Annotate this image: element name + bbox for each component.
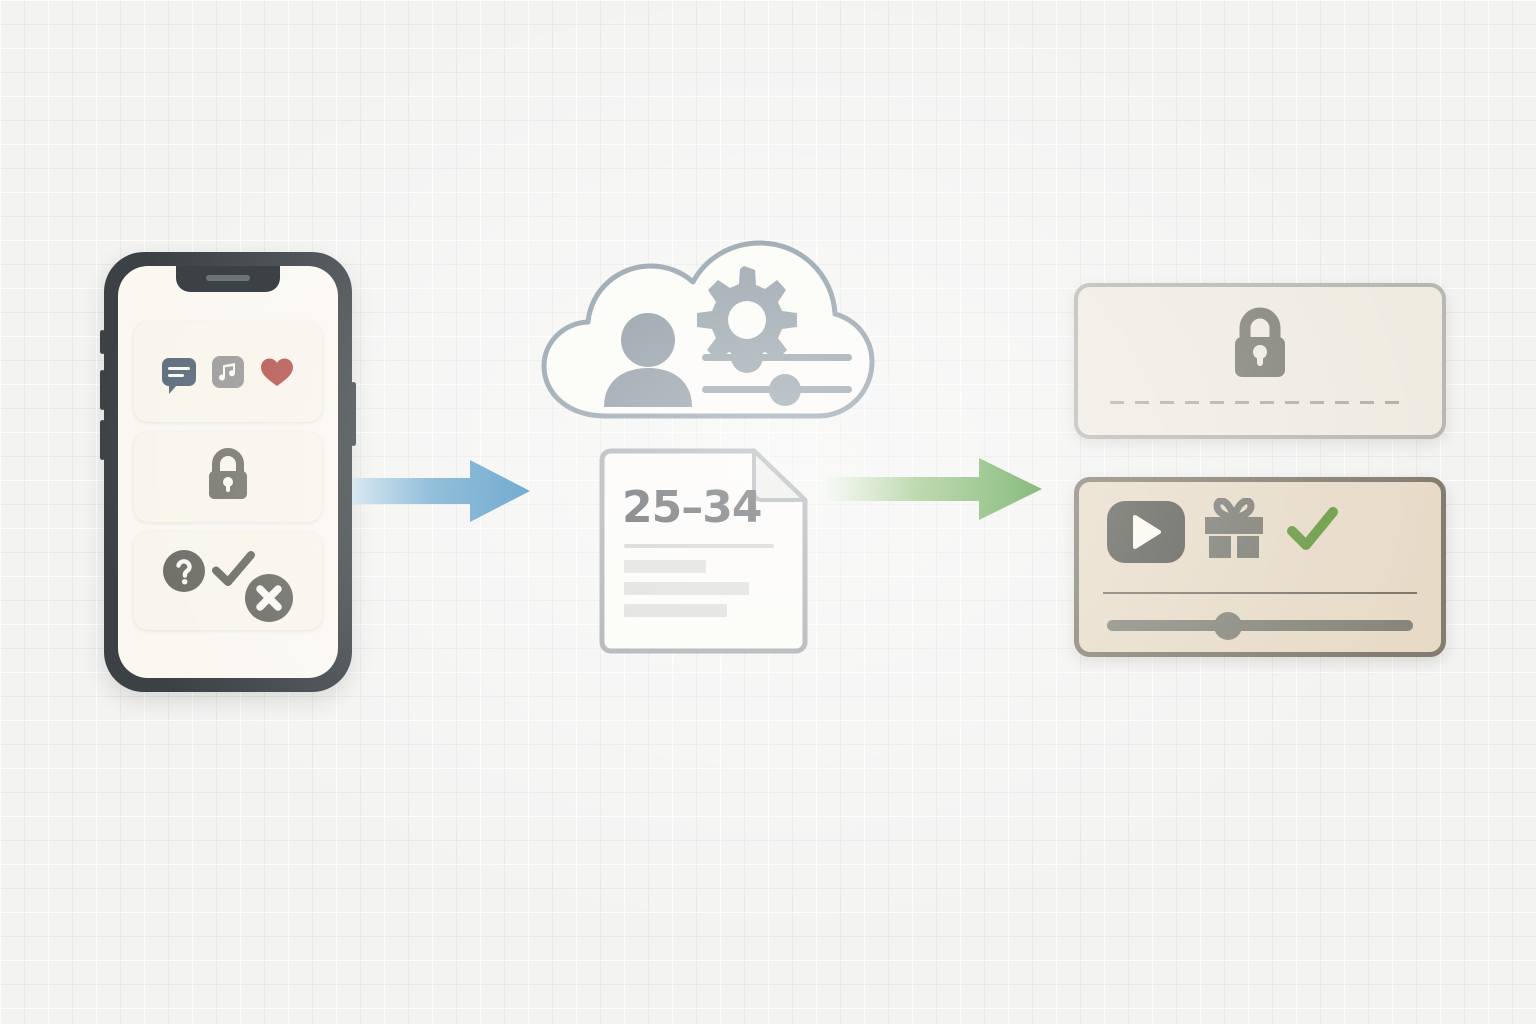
document-text-bar: [624, 604, 727, 617]
x-circle-icon[interactable]: [241, 570, 297, 631]
slider-control-icon: [702, 341, 852, 373]
age-segment-label: 25–34: [622, 482, 762, 533]
gear-icon: [697, 266, 797, 371]
question-mark-icon[interactable]: [159, 546, 209, 601]
cloud-profile-processing: [534, 240, 876, 426]
silent-switch[interactable]: [100, 330, 105, 354]
heart-icon[interactable]: [260, 357, 294, 387]
check-icon: [1285, 503, 1341, 560]
user-avatar-icon: [604, 313, 692, 407]
earpiece-speaker-icon: [206, 275, 250, 281]
power-button[interactable]: [351, 382, 356, 446]
panel-divider: [1103, 592, 1417, 594]
play-button-icon[interactable]: [1107, 500, 1185, 563]
unlocked-content-panel[interactable]: [1074, 477, 1446, 657]
document-text-bar: [624, 560, 706, 573]
chat-bubble-icon[interactable]: [162, 358, 196, 394]
document-rule: [624, 544, 774, 548]
consent-choice-card[interactable]: [134, 532, 322, 630]
volume-down-button[interactable]: [100, 420, 105, 460]
volume-up-button[interactable]: [100, 370, 105, 410]
arrow-cloud-to-outcome: [824, 458, 1042, 520]
age-segment-document[interactable]: 25–34: [596, 446, 810, 656]
arrow-device-to-cloud: [352, 460, 530, 522]
gift-icon[interactable]: [1201, 497, 1267, 565]
phone-screen[interactable]: [118, 266, 338, 678]
lock-icon[interactable]: [201, 446, 255, 509]
check-icon[interactable]: [209, 546, 259, 597]
app-icons-card[interactable]: [134, 322, 322, 422]
locked-content-panel[interactable]: [1074, 283, 1446, 439]
locked-placeholder-line: [1110, 401, 1410, 404]
music-note-icon[interactable]: [212, 356, 244, 388]
phone-notch: [176, 266, 280, 292]
lock-icon: [1225, 303, 1295, 388]
slider-thumb[interactable]: [1214, 612, 1243, 640]
document-text-bar: [624, 582, 749, 595]
smartphone[interactable]: [100, 252, 356, 692]
progress-slider[interactable]: [1107, 612, 1413, 640]
privacy-lock-card[interactable]: [134, 432, 322, 522]
slider-control-icon: [702, 374, 852, 406]
